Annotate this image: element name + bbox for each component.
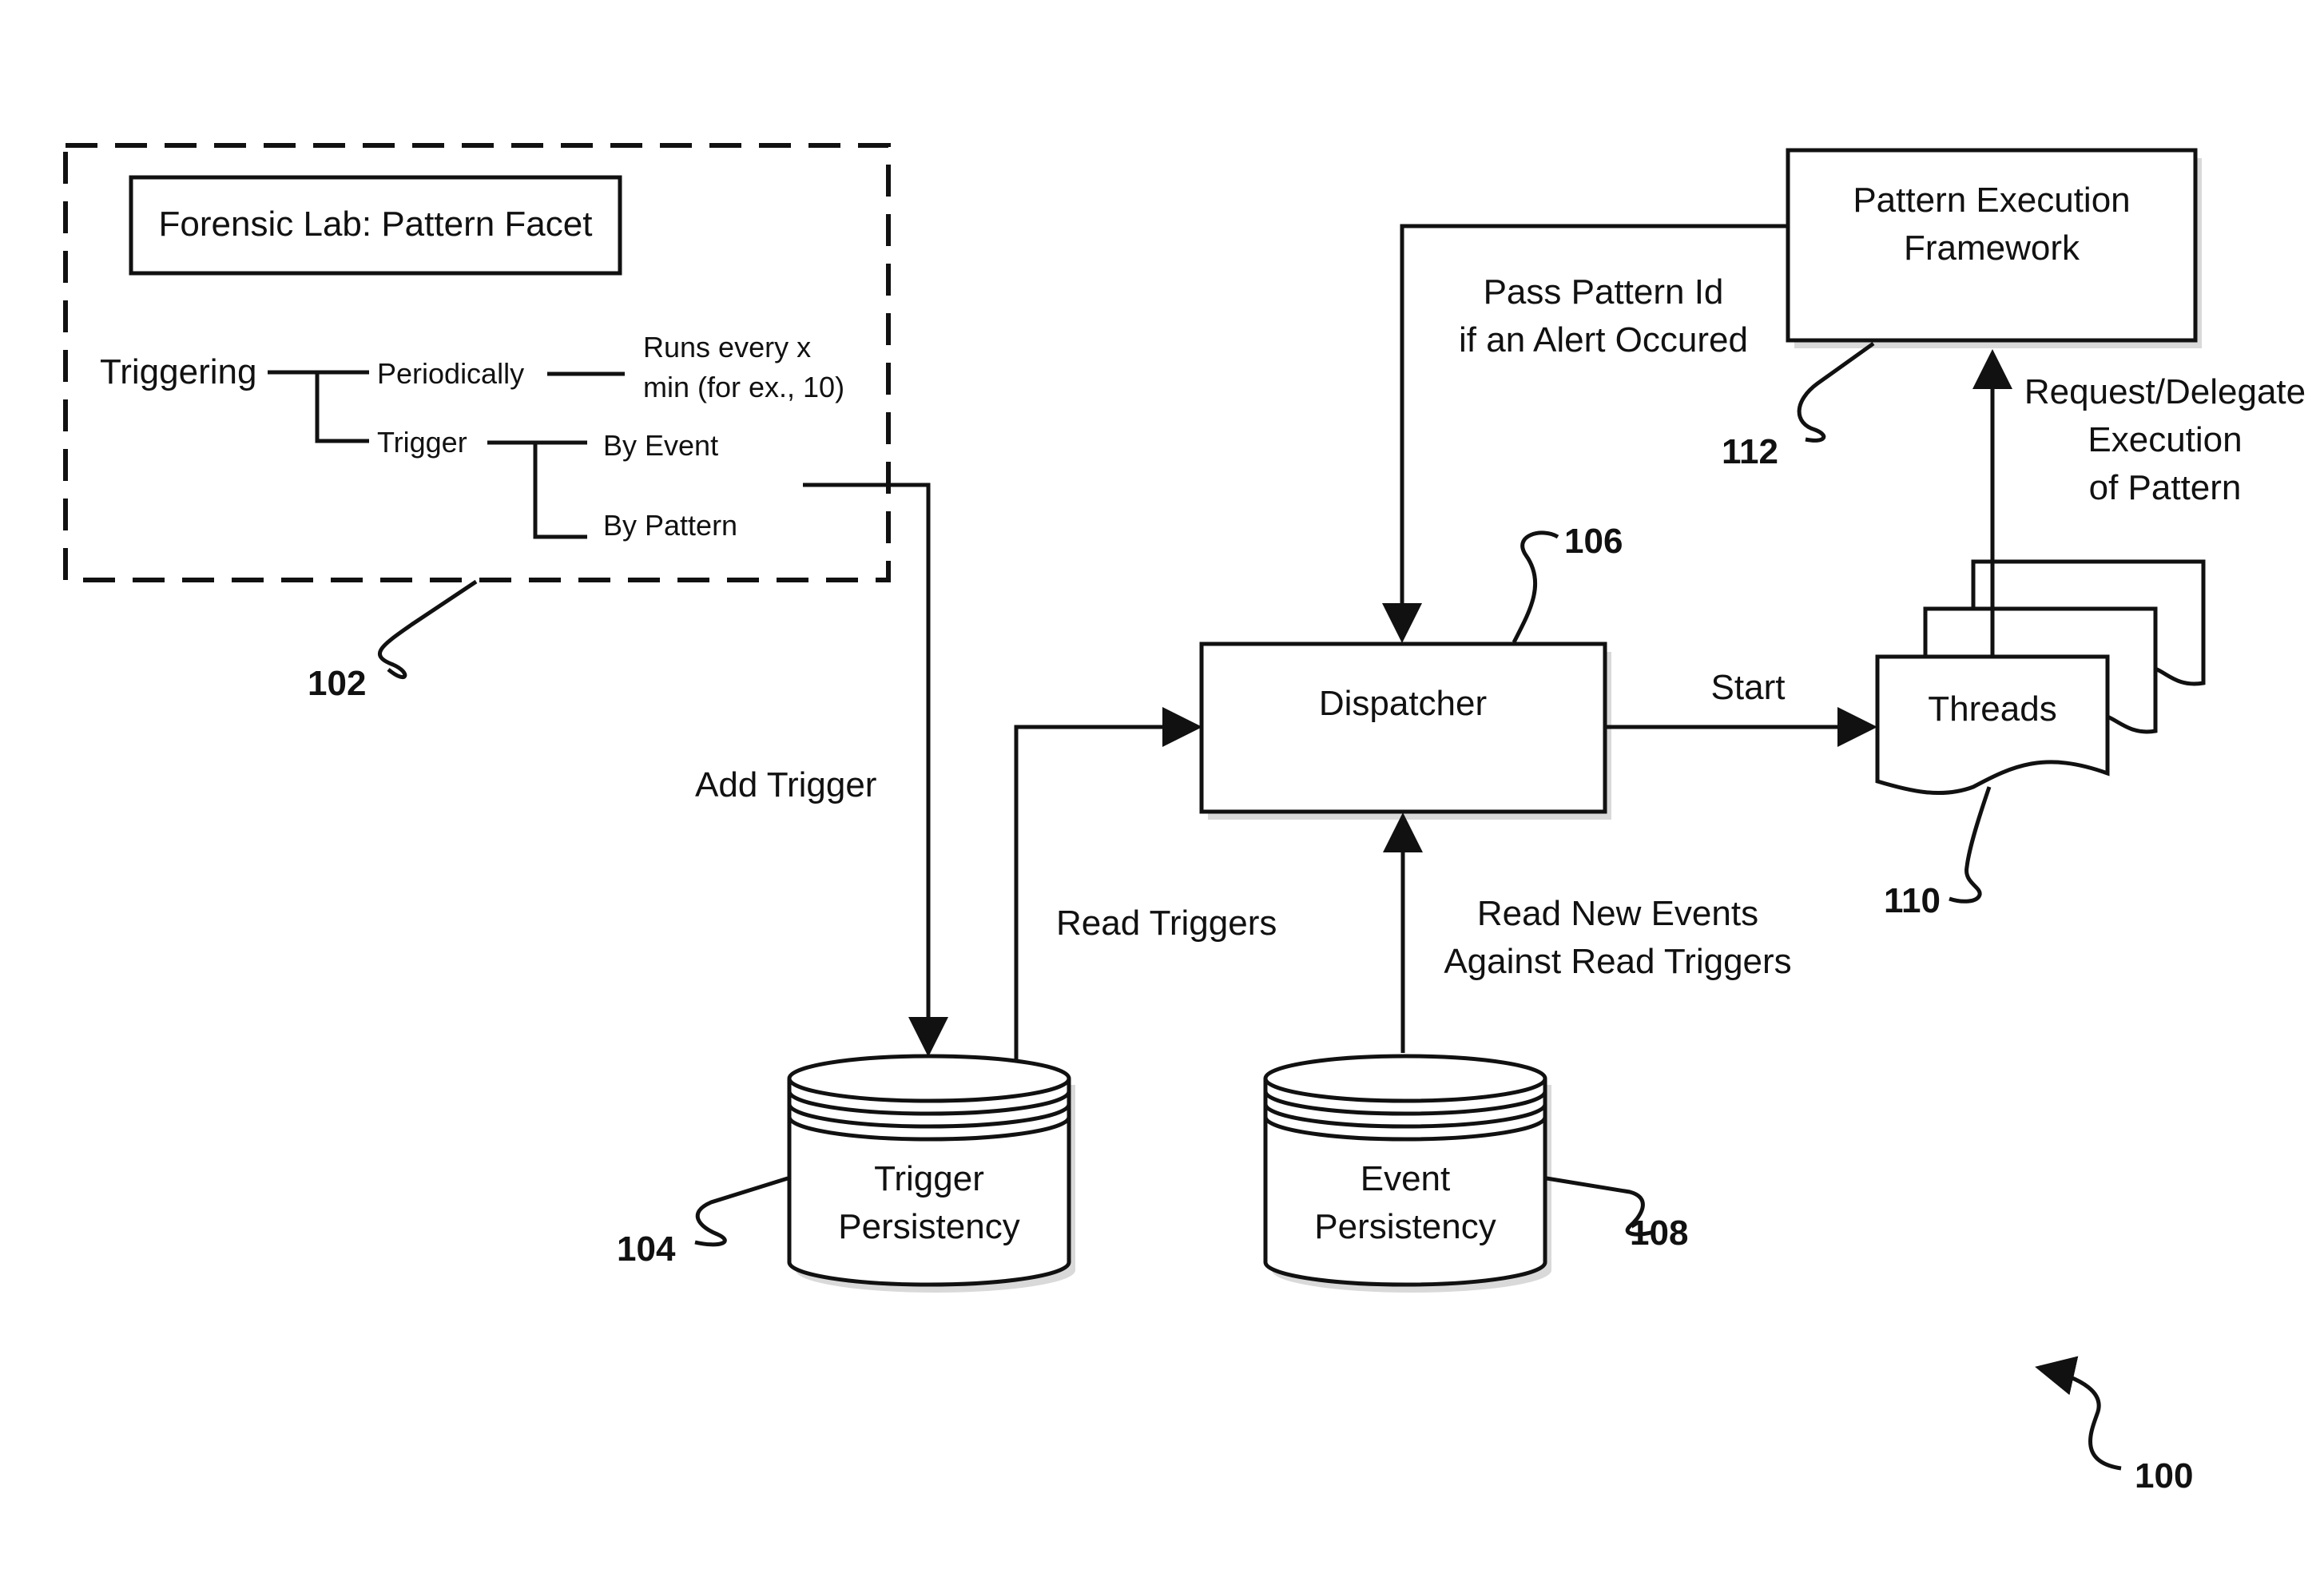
start-label: Start (1711, 668, 1786, 707)
request-delegate-label3: of Pattern (2089, 468, 2242, 507)
ref-106-leader (1514, 533, 1558, 642)
trigger-db-label2: Persistency (838, 1207, 1019, 1246)
ref-104-leader (695, 1178, 788, 1245)
read-new-events-label1: Read New Events (1477, 894, 1758, 933)
event-db-label2: Persistency (1314, 1207, 1496, 1246)
trigger-tree-lines (487, 443, 587, 537)
ref-110: 110 (1884, 881, 1941, 920)
ref-108: 108 (1630, 1213, 1688, 1253)
event-db-label1: Event (1361, 1159, 1451, 1198)
read-triggers-arrow (1016, 727, 1198, 1063)
event-db-top (1265, 1056, 1545, 1101)
figure-ref: 100 (2135, 1456, 2193, 1496)
trigger-persistency-db: Trigger Persistency 104 (617, 1056, 1075, 1293)
by-event-label: By Event (603, 429, 718, 462)
ref-102: 102 (308, 664, 366, 703)
ref-112: 112 (1722, 432, 1778, 471)
request-delegate-label2: Execution (2088, 420, 2242, 459)
request-delegate-label1: Request/Delegate (2024, 372, 2306, 411)
ref-104: 104 (617, 1229, 676, 1269)
pef-label1: Pattern Execution (1853, 181, 2130, 220)
triggering-label: Triggering (100, 352, 256, 391)
add-trigger-label: Add Trigger (695, 765, 876, 804)
facet-title: Forensic Lab: Pattern Facet (159, 205, 593, 244)
trigger-db-top (789, 1056, 1069, 1101)
dispatcher-node: Dispatcher 106 (1202, 522, 1623, 820)
read-new-events-label2: Against Read Triggers (1444, 942, 1791, 981)
pass-pattern-label1: Pass Pattern Id (1484, 272, 1724, 312)
ref-110-leader (1949, 787, 1989, 901)
threads-label: Threads (1928, 689, 2056, 729)
trigger-label: Trigger (377, 426, 467, 459)
pef-label2: Framework (1904, 228, 2080, 268)
trigger-db-label1: Trigger (874, 1159, 984, 1198)
by-pattern-label: By Pattern (603, 509, 737, 542)
threads-node: Threads 110 (1877, 562, 2203, 920)
runs-every-line2: min (for ex., 10) (643, 371, 844, 403)
read-triggers-label: Read Triggers (1056, 904, 1277, 943)
ref-102-leader (379, 582, 476, 677)
triggering-tree-lines (268, 372, 369, 441)
figure-ref-arrow (2039, 1368, 2121, 1468)
periodically-label: Periodically (377, 357, 524, 390)
pass-pattern-label2: if an Alert Occured (1459, 320, 1748, 359)
event-persistency-db: Event Persistency 108 (1265, 1056, 1688, 1293)
pattern-facet-group: Forensic Lab: Pattern Facet Triggering P… (66, 145, 888, 703)
dispatcher-label: Dispatcher (1319, 684, 1487, 723)
dispatcher-box (1202, 644, 1605, 812)
ref-112-leader (1799, 344, 1873, 440)
runs-every-line1: Runs every x (643, 331, 811, 363)
ref-106: 106 (1564, 522, 1623, 561)
